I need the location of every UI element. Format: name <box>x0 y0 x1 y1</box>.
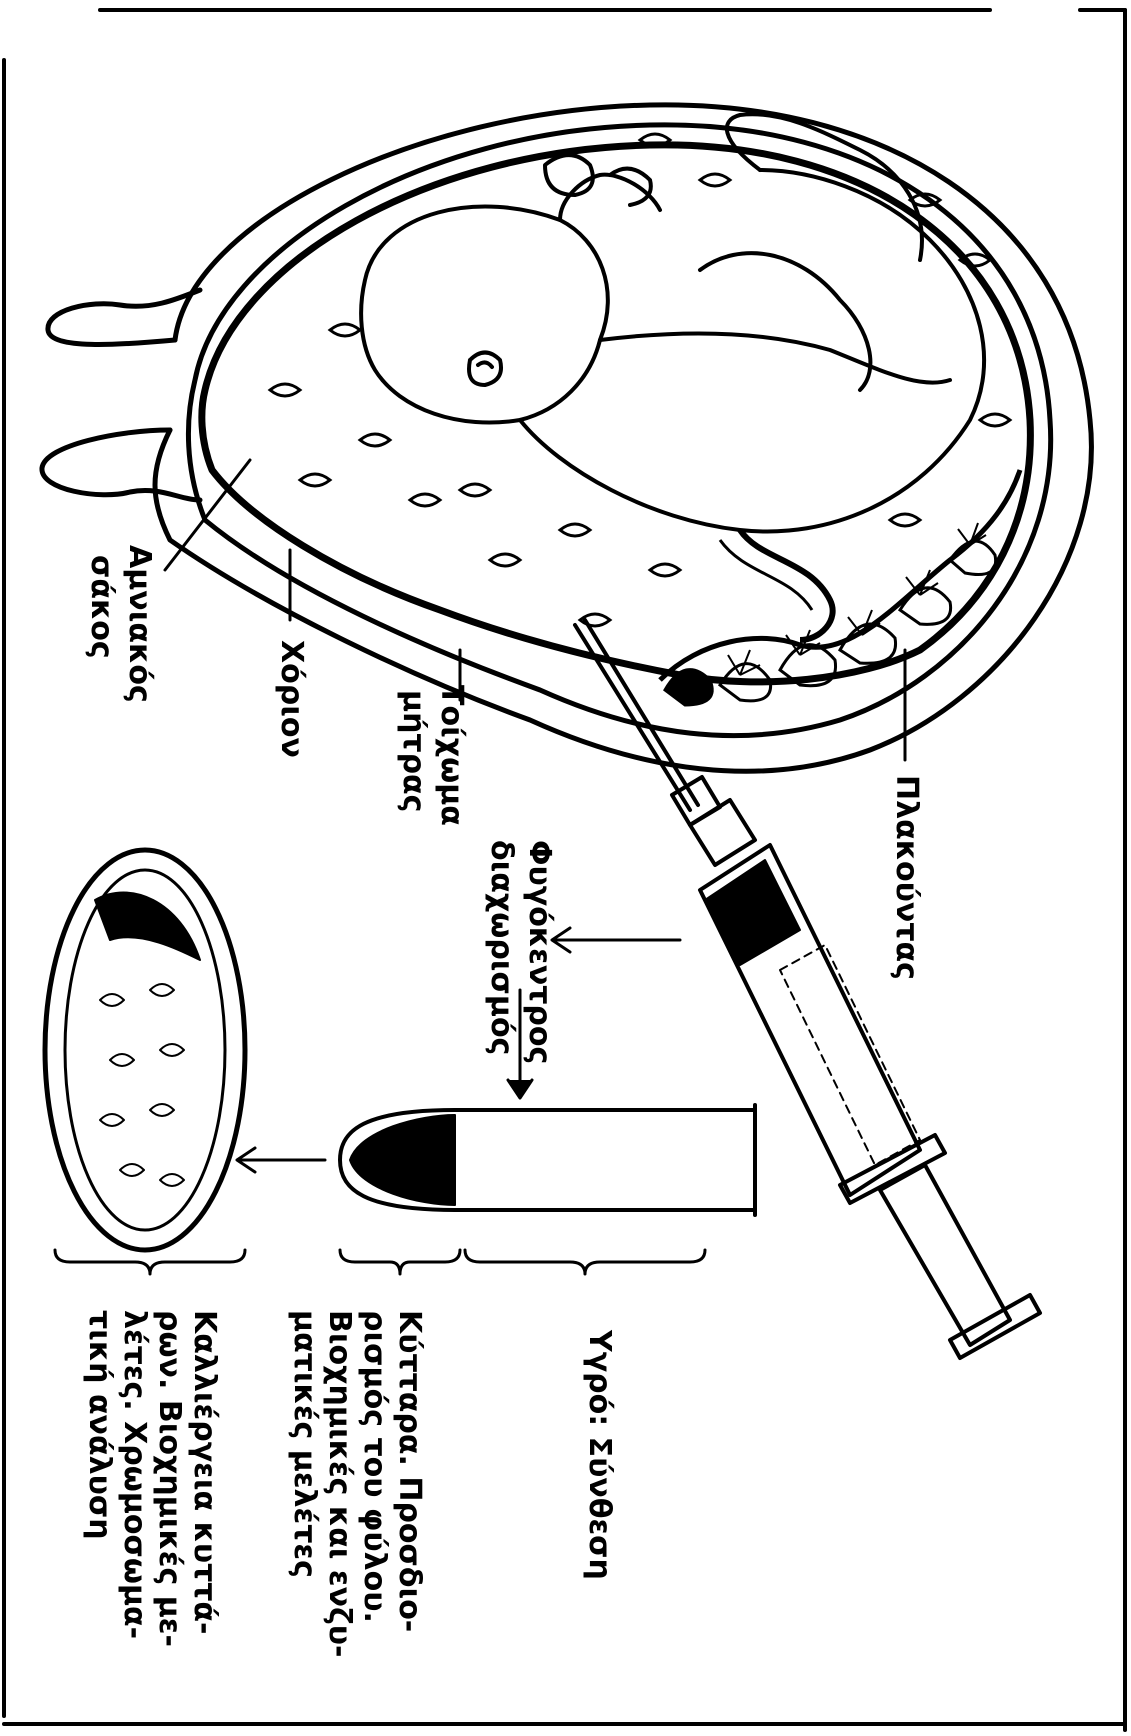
label-fluid-composition: Υγρό: Σύνθεση <box>582 1329 617 1580</box>
label-cells-line2: ρισμός του φύλου. <box>357 1310 392 1623</box>
label-culture-line4: τική ανάλυση <box>82 1310 117 1540</box>
label-uterus-wall-line1: Τοίχωμα <box>434 685 469 826</box>
label-cells-line1: Κύτταρα. Προσδιο- <box>392 1310 427 1632</box>
label-culture-line3: λέτες. Χρωμοσωμα- <box>117 1310 152 1639</box>
grouping-braces <box>55 1250 705 1274</box>
label-chorion: Χόριον <box>274 640 309 758</box>
label-cells-line4: ματικές μελέτες <box>287 1310 322 1578</box>
placenta-tissue <box>660 470 1020 705</box>
label-culture-line2: ρων. Βιοχημικές με- <box>152 1310 187 1647</box>
label-amniotic-sac-line1: Αμνιακός <box>122 545 157 703</box>
label-placenta: Πλακούντας <box>889 775 924 980</box>
label-centrifugation-line1: Φυγόκεντρος <box>522 840 557 1064</box>
label-amniotic-sac-line2: σάκος <box>84 555 119 659</box>
label-cells-line3: Βιοχημικές και ενζυ- <box>322 1310 357 1658</box>
culture-dish <box>45 850 245 1250</box>
label-centrifugation-line2: διαχωρισμός <box>484 840 519 1055</box>
process-arrows <box>237 928 680 1172</box>
label-culture-line1: Καλλιέργεια κυττά- <box>187 1310 222 1635</box>
test-tube <box>340 1105 755 1215</box>
label-uterus-wall-line2: μήτρας <box>396 690 431 812</box>
